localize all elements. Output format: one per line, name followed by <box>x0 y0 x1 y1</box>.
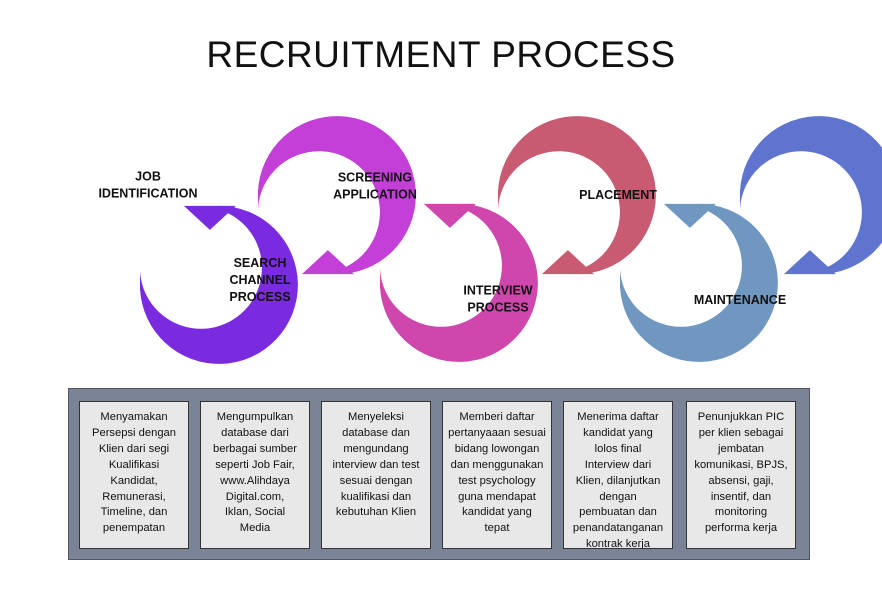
arrowhead-maintenance <box>783 250 836 275</box>
description-screening-application: Menyeleksi database dan mengundang inter… <box>321 401 431 549</box>
arrow-maintenance <box>740 116 882 275</box>
arrowhead-placement <box>663 203 716 228</box>
description-job-identification: Menyamakan Persepsi dengan Klien dari se… <box>79 401 189 549</box>
description-panel: Menyamakan Persepsi dengan Klien dari se… <box>68 388 810 560</box>
arrowhead-screening-application <box>423 203 476 228</box>
arrow-search-channel-process <box>258 116 416 275</box>
page-title: RECRUITMENT PROCESS <box>206 34 676 75</box>
description-interview-process: Memberi daftar pertanyaaan sesuai bidang… <box>442 401 552 549</box>
description-maintenance: Penunjukkan PIC per klien sebagai jembat… <box>686 401 796 549</box>
arrow-interview-process <box>498 116 656 275</box>
stage-label-maintenance: MAINTENANCE <box>694 293 786 307</box>
arrowhead-job-identification <box>183 205 236 230</box>
stage-label-placement: PLACEMENT <box>579 188 657 202</box>
arrow-screening-application <box>380 203 538 362</box>
arrowhead-interview-process <box>541 250 594 275</box>
description-search-channel: Mengumpulkan database dari berbagai sumb… <box>200 401 310 549</box>
arrowhead-search-channel-process <box>301 250 354 275</box>
arrow-placement <box>620 203 778 362</box>
description-placement: Menerima daftar kandidat yang lolos fina… <box>563 401 673 549</box>
arrow-job-identification <box>140 205 298 364</box>
